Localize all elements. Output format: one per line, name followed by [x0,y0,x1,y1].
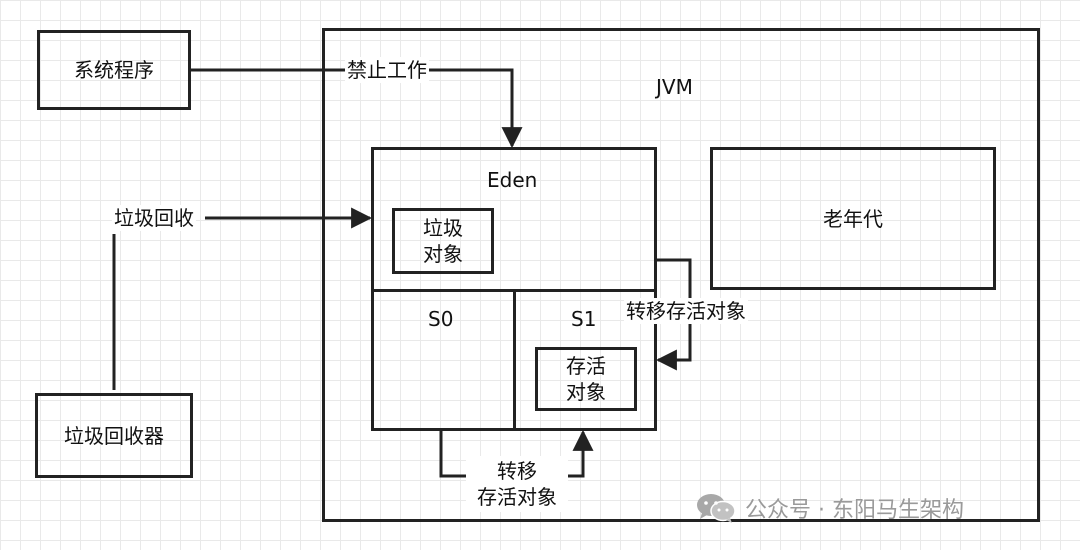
old-gen-region: 老年代 [710,147,996,290]
jvm-label: JVM [656,75,693,99]
system-program-label: 系统程序 [74,58,154,82]
wechat-icon [697,494,736,523]
live-object-label-line1: 存活 [566,354,606,378]
watermark-text: 公众号 · 东阳马生架构 [745,498,964,523]
garbage-object-label-line1: 垃圾 [423,216,463,240]
transfer-bottom-label-line2: 存活对象 [477,485,557,509]
garbage-object-label-line2: 对象 [423,242,463,266]
s1-region [513,289,657,431]
transfer-bottom-label-line1: 转移 [497,459,537,483]
gc-collector-label: 垃圾回收器 [64,423,164,448]
jvm-container [322,28,1040,522]
watermark: 公众号 · 东阳马生架构 [695,488,964,528]
gc-collector-node: 垃圾回收器 [35,393,193,478]
transfer-bottom-edge-label: 转移 存活对象 [466,456,568,512]
garbage-collect-edge-label: 垃圾回收 [112,205,196,231]
live-object-node: 存活 对象 [535,347,637,411]
old-gen-label: 老年代 [823,206,883,231]
eden-label: Eden [487,168,538,192]
system-program-node: 系统程序 [37,30,191,110]
s0-label: S0 [428,307,454,331]
s1-label: S1 [571,307,597,331]
transfer-right-edge-label: 转移存活对象 [624,298,748,324]
live-object-label-line2: 对象 [566,380,606,404]
stop-work-arrow [190,68,523,149]
garbage-object-node: 垃圾 对象 [392,208,494,274]
stop-work-edge-label: 禁止工作 [345,57,429,83]
